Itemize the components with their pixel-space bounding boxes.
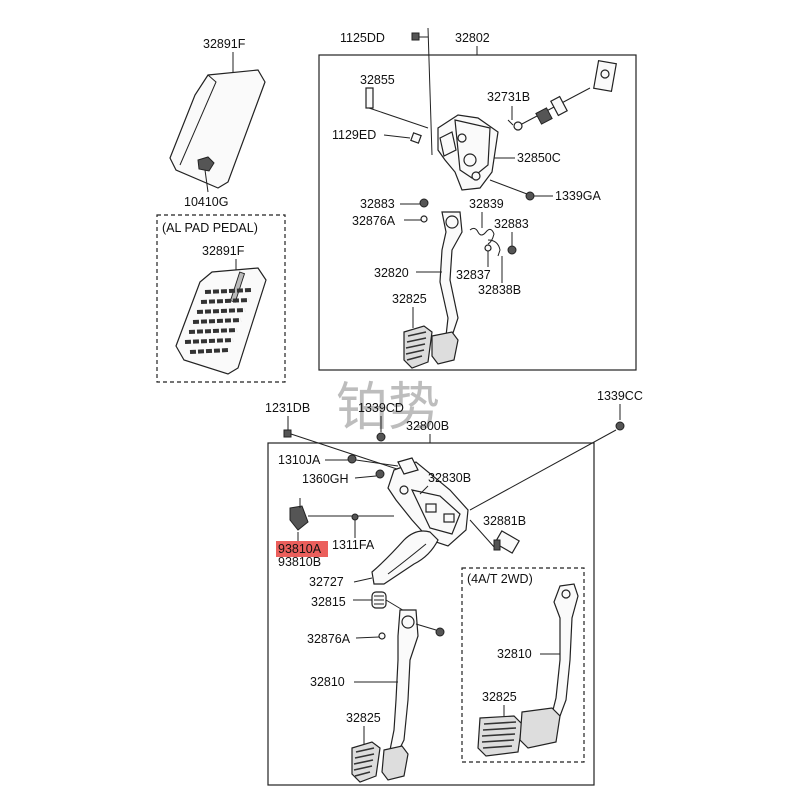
label-1125DD: 1125DD	[340, 31, 385, 45]
bolt-1231DB	[283, 416, 292, 438]
at-2wd-title: (4A/T 2WD)	[467, 572, 533, 586]
label-1360GH: 1360GH	[302, 472, 349, 486]
label-32727: 32727	[309, 575, 344, 589]
al-pedal-pad	[175, 267, 267, 375]
label-32825-bottom: 32825	[346, 711, 381, 725]
label-32800B: 32800B	[406, 419, 449, 433]
label-32810: 32810	[310, 675, 345, 689]
label-32855: 32855	[360, 73, 395, 87]
spring-32815	[371, 591, 387, 609]
label-32891F-top: 32891F	[203, 37, 246, 51]
label-32810-at: 32810	[497, 647, 532, 661]
brake-pad-32825-bottom	[351, 741, 409, 783]
nut-1360GH	[375, 469, 385, 479]
spring-32839	[469, 227, 501, 257]
bushing-32876A-bot	[378, 632, 386, 640]
label-32731B: 32731B	[487, 90, 530, 104]
label-32850C: 32850C	[517, 151, 561, 165]
bolt-1125DD	[411, 27, 433, 156]
label-32825-at: 32825	[482, 690, 517, 704]
highlight-93810A	[276, 541, 328, 557]
brake-bracket-32830B	[387, 457, 469, 547]
label-1339CC: 1339CC	[597, 389, 643, 403]
label-32802: 32802	[455, 31, 490, 45]
label-32820: 32820	[374, 266, 409, 280]
switch-rod-32731B	[507, 59, 617, 131]
brake-pad-32825-at	[477, 707, 561, 757]
lower-pedal-assembly-box	[267, 442, 595, 786]
pedal-pad-cover-top	[169, 52, 266, 193]
label-93810B: 93810B	[278, 555, 321, 569]
label-32891F-al: 32891F	[202, 244, 245, 258]
at-2wd-group	[461, 567, 585, 763]
label-1339CD: 1339CD	[358, 401, 404, 415]
pin-32855	[365, 87, 429, 144]
stop-lamp-switch-93810A	[289, 498, 394, 531]
pedal-bracket-32850C	[437, 114, 499, 191]
brake-pedal-arm-32810	[389, 609, 419, 753]
label-32839: 32839	[469, 197, 504, 211]
label-32883-b: 32883	[494, 217, 529, 231]
watermark: 铂势	[336, 378, 440, 438]
label-93810A: 93810A	[278, 542, 322, 556]
label-32830B: 32830B	[428, 471, 471, 485]
al-pad-pedal-title: (AL PAD PEDAL)	[162, 221, 258, 235]
pedal-pad-32825-top	[403, 325, 459, 369]
pin-32881B	[469, 519, 520, 554]
brake-pedal-arm-32810-at	[551, 583, 579, 717]
label-10410G: 10410G	[184, 195, 228, 209]
label-32876A-bot: 32876A	[307, 632, 351, 646]
label-32815: 32815	[311, 595, 346, 609]
label-32876A-top: 32876A	[352, 214, 396, 228]
nut-1310JA	[347, 454, 357, 464]
al-pad-pedal-group	[156, 214, 286, 383]
label-1231DB: 1231DB	[265, 401, 310, 415]
label-1311FA: 1311FA	[332, 538, 375, 552]
label-32881B: 32881B	[483, 514, 526, 528]
link-32727	[371, 530, 439, 585]
label-1129ED: 1129ED	[332, 128, 376, 142]
label-1310JA: 1310JA	[278, 453, 321, 467]
label-32825-top: 32825	[392, 292, 427, 306]
label-32838B: 32838B	[478, 283, 521, 297]
label-32883-a: 32883	[360, 197, 395, 211]
label-1339GA: 1339GA	[555, 189, 602, 203]
bushing-32876A-top	[420, 215, 428, 223]
nut-32883-a	[419, 198, 429, 208]
label-32837: 32837	[456, 268, 491, 282]
